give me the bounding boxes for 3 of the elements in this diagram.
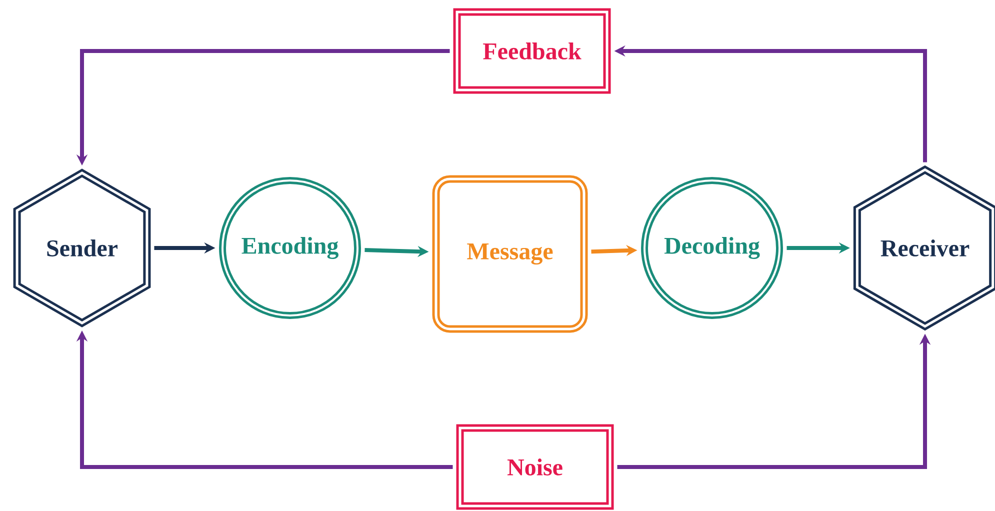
- label-box: Feedback: [453, 8, 611, 94]
- label-box: Noise: [456, 424, 614, 510]
- message-box: Message: [432, 175, 588, 333]
